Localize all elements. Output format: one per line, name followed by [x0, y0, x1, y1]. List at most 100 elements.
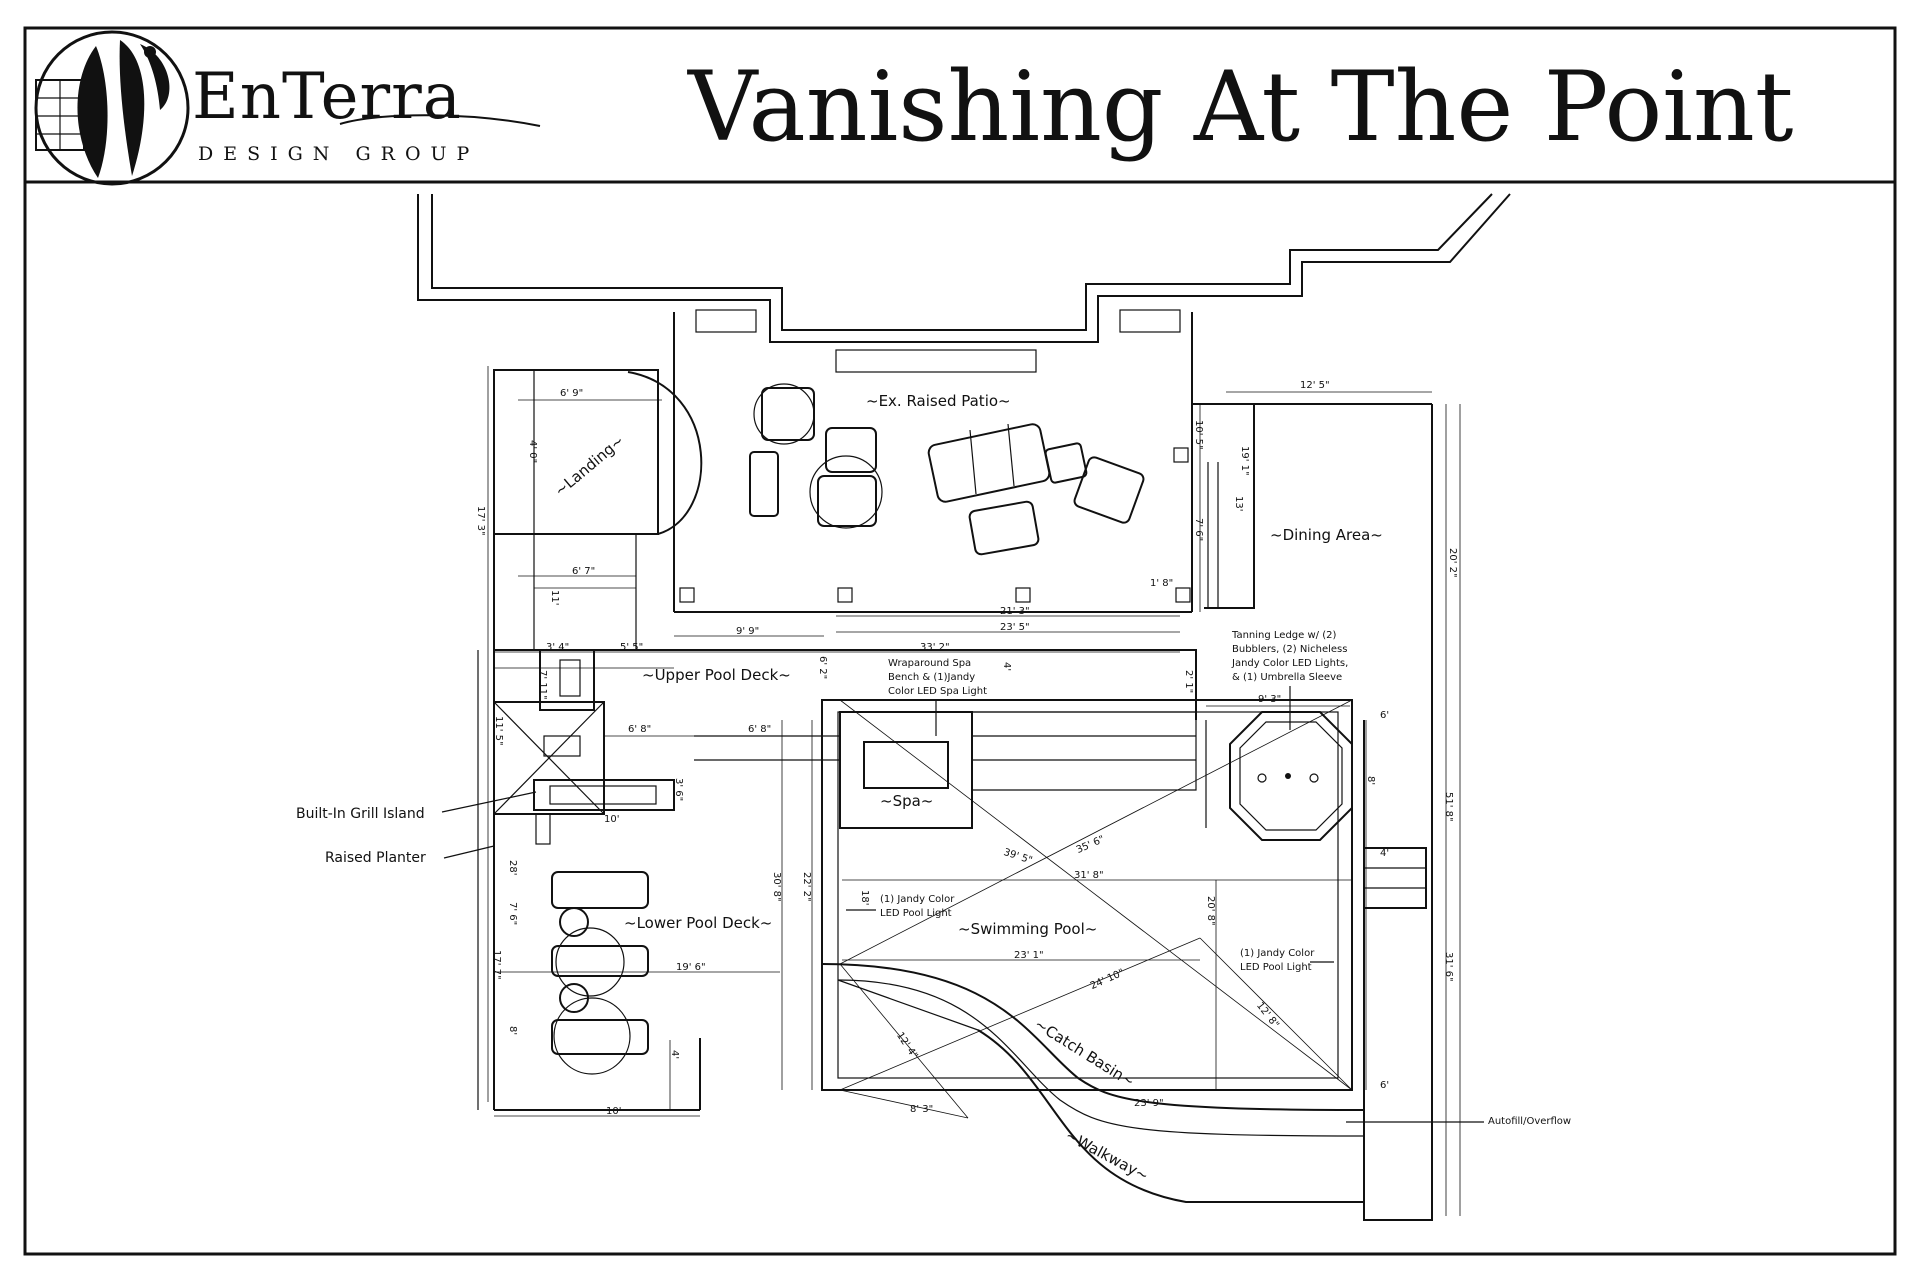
dim-12-5: 12' 5"	[1300, 380, 1330, 391]
leader-raised-planter	[443, 845, 495, 859]
note-spa-bench-1: Wraparound Spa	[888, 658, 971, 669]
dim-35-6: 35' 6"	[1075, 834, 1107, 856]
raised-planter	[535, 813, 551, 845]
dim-3-6: 3' 6"	[673, 778, 684, 801]
sheet-border	[23, 26, 1897, 1256]
dim-17-3: 17' 3"	[475, 506, 486, 536]
project-title: Vanishing At The Point	[687, 51, 1793, 163]
dim-8-3: 8' 3"	[910, 1104, 933, 1115]
dim-4-0: 4' 0"	[527, 440, 538, 463]
dim-8b: 8'	[507, 1026, 518, 1035]
enterra-logo-icon	[34, 30, 190, 186]
leader-grill-island	[441, 791, 537, 813]
side-steps	[1363, 847, 1427, 909]
note-pool-light-right-1: (1) Jandy Color	[1240, 948, 1315, 959]
dim-10b: 10'	[606, 1106, 621, 1117]
dim-33-2: 33' 2"	[920, 642, 950, 653]
dim-23-9: 23' 9"	[1134, 1098, 1164, 1109]
brand-subtitle: DESIGN GROUP	[198, 143, 479, 165]
brand-swash	[339, 114, 541, 127]
dim-20-2: 20' 2"	[1447, 548, 1458, 578]
swimming-pool	[821, 699, 1365, 1203]
dim-2-1: 2' 1"	[1183, 670, 1194, 693]
dim-4: 4'	[1001, 662, 1012, 671]
dim-21-3: 21' 3"	[1000, 606, 1030, 617]
dim-6-7: 6' 7"	[572, 566, 595, 577]
dim-24-10: 24' 10"	[1089, 967, 1126, 992]
note-tanning-3: Jandy Color LED Lights,	[1231, 658, 1348, 669]
dim-12-4: 12' 4"	[894, 1030, 920, 1061]
dim-11: 11'	[549, 590, 560, 605]
dim-5-5: 5' 5"	[620, 642, 643, 653]
note-pool-light-left-1: (1) Jandy Color	[880, 894, 955, 905]
note-tanning-2: Bubblers, (2) Nicheless	[1232, 644, 1347, 655]
dim-31-8: 31' 8"	[1074, 870, 1104, 881]
dim-31-6: 31' 6"	[1443, 952, 1454, 982]
note-tanning-1: Tanning Ledge w/ (2)	[1231, 630, 1336, 641]
note-pool-light-left-2: LED Pool Light	[880, 908, 952, 919]
spec-notes: Wraparound Spa Bench & (1)Jandy Color LE…	[846, 630, 1571, 1127]
dim-3-4: 3' 4"	[546, 642, 569, 653]
lower-deck-loungers	[551, 871, 649, 1075]
dim-19-6: 19' 6"	[676, 962, 706, 973]
dim-6a: 6'	[1380, 710, 1389, 721]
label-landing: ~Landing~	[551, 432, 628, 500]
label-raised-patio: ~Ex. Raised Patio~	[866, 392, 1011, 410]
dim-7-6: 7' 6"	[1193, 518, 1204, 541]
dim-10-5: 10' 5"	[1193, 420, 1204, 450]
label-lower-pool-deck: ~Lower Pool Deck~	[624, 914, 772, 932]
note-spa-bench-2: Bench & (1)Jandy	[888, 672, 975, 683]
dim-22-2: 22' 2"	[801, 872, 812, 902]
dimension-lines	[487, 366, 1461, 1216]
callout-raised-planter: Raised Planter	[325, 850, 426, 866]
tanning-ledge	[1205, 711, 1353, 841]
deck-boundary	[477, 404, 1433, 1221]
raised-patio	[673, 312, 1193, 613]
dim-6-2: 6' 2"	[817, 656, 828, 679]
dim-10a: 10'	[604, 814, 619, 825]
dim-4b: 4'	[1380, 848, 1389, 859]
dim-18: 18'	[859, 890, 870, 905]
dim-30-8: 30' 8"	[771, 872, 782, 902]
dim-6-8b: 6' 8"	[748, 724, 771, 735]
dim-11-5: 11' 5"	[493, 716, 504, 746]
label-spa: ~Spa~	[880, 792, 933, 810]
label-dining-area: ~Dining Area~	[1270, 526, 1383, 544]
dim-1-8: 1' 8"	[1150, 578, 1173, 589]
label-walkway: ~Walkway~	[1062, 1126, 1151, 1185]
dim-7-11: 7' 11"	[537, 670, 548, 700]
note-pool-light-right-2: LED Pool Light	[1240, 962, 1312, 973]
dim-17-7: 17' 7"	[491, 950, 502, 980]
dim-6b: 6'	[1380, 1080, 1389, 1091]
dining-area	[1191, 403, 1432, 612]
dimension-labels: 6' 9" 4' 0" 17' 3" 6' 7" 11' 9' 9" 21' 3…	[475, 380, 1458, 1117]
dim-6-8a: 6' 8"	[628, 724, 651, 735]
callout-grill-island: Built-In Grill Island	[296, 806, 425, 822]
dim-6-9: 6' 9"	[560, 388, 583, 399]
label-catch-basin: ~Catch Basin~	[1031, 1015, 1137, 1091]
brand-name: EnTerra	[192, 60, 462, 134]
dim-51-8: 51' 8"	[1443, 792, 1454, 822]
dim-23-5a: 23' 5"	[1000, 622, 1030, 633]
dim-20-8: 20' 8"	[1205, 896, 1216, 926]
dim-23-1: 23' 1"	[1014, 950, 1044, 961]
dim-13: 13'	[1233, 496, 1244, 511]
landing	[493, 369, 703, 650]
pool-diagonals	[839, 699, 1353, 1119]
label-swimming-pool: ~Swimming Pool~	[958, 920, 1097, 938]
grill-island	[493, 649, 675, 815]
house-outline	[417, 193, 1511, 373]
label-upper-pool-deck: ~Upper Pool Deck~	[642, 666, 791, 684]
dim-39-5: 39' 5"	[1002, 847, 1034, 867]
dim-4c: 4'	[669, 1050, 680, 1059]
dim-9-9: 9' 9"	[736, 626, 759, 637]
dim-19-1: 19' 1"	[1239, 446, 1250, 476]
dim-9-3: 9' 3"	[1258, 694, 1281, 705]
note-tanning-4: & (1) Umbrella Sleeve	[1232, 672, 1342, 683]
patio-furniture	[749, 383, 1145, 556]
note-spa-bench-3: Color LED Spa Light	[888, 686, 987, 697]
dim-8: 8'	[1365, 776, 1376, 785]
callout-autofill: Autofill/Overflow	[1488, 1116, 1571, 1127]
dim-7-6b: 7' 6"	[507, 902, 518, 925]
